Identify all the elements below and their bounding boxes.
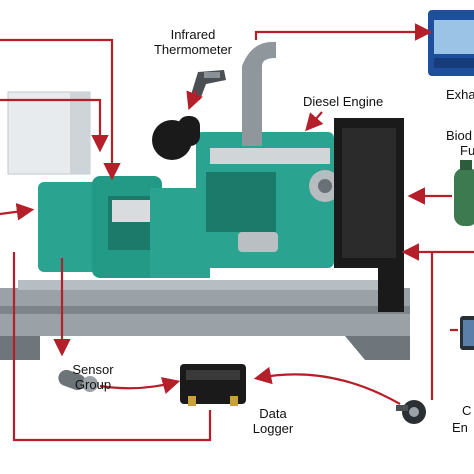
label-ce-line1: C bbox=[462, 403, 472, 418]
label-bio-line1: Biod bbox=[446, 128, 473, 143]
label-crank-encoder: C En bbox=[452, 402, 471, 436]
data-logger-device bbox=[180, 364, 246, 406]
label-data-logger: Data Logger bbox=[240, 406, 306, 436]
label-bio-line2: Fu bbox=[460, 143, 474, 158]
label-logger-line1: Data bbox=[259, 406, 287, 421]
label-infrared-thermometer: Infrared Thermometer bbox=[138, 27, 248, 57]
exhaust-pipe bbox=[242, 41, 276, 146]
tablet-device bbox=[460, 316, 474, 350]
sensor-group bbox=[58, 369, 98, 392]
label-sensor-line2: Group bbox=[74, 377, 112, 392]
biodiesel-bottle bbox=[454, 160, 474, 226]
control-panel bbox=[7, 91, 91, 175]
label-biodiesel-fuel: Biod Fu bbox=[446, 128, 474, 158]
label-sensor-line1: Sensor bbox=[72, 362, 114, 377]
engine-block bbox=[152, 116, 341, 268]
alternator bbox=[38, 176, 210, 278]
label-ce-line2: En bbox=[452, 420, 468, 435]
label-diesel-engine: Diesel Engine bbox=[303, 94, 384, 109]
connection-lines bbox=[0, 23, 474, 442]
label-logger-line2: Logger bbox=[252, 421, 294, 436]
label-sensor-group: Sensor Group bbox=[60, 362, 126, 392]
exhaust-analyzer bbox=[428, 10, 474, 76]
skid-frame bbox=[0, 280, 410, 360]
infrared-thermometer bbox=[190, 70, 226, 100]
label-infrared-line1: Infrared bbox=[170, 27, 216, 42]
label-exhaust: Exha bbox=[446, 87, 474, 102]
crank-encoder bbox=[396, 400, 426, 424]
radiator bbox=[334, 118, 404, 312]
label-infrared-line2: Thermometer bbox=[153, 42, 233, 57]
